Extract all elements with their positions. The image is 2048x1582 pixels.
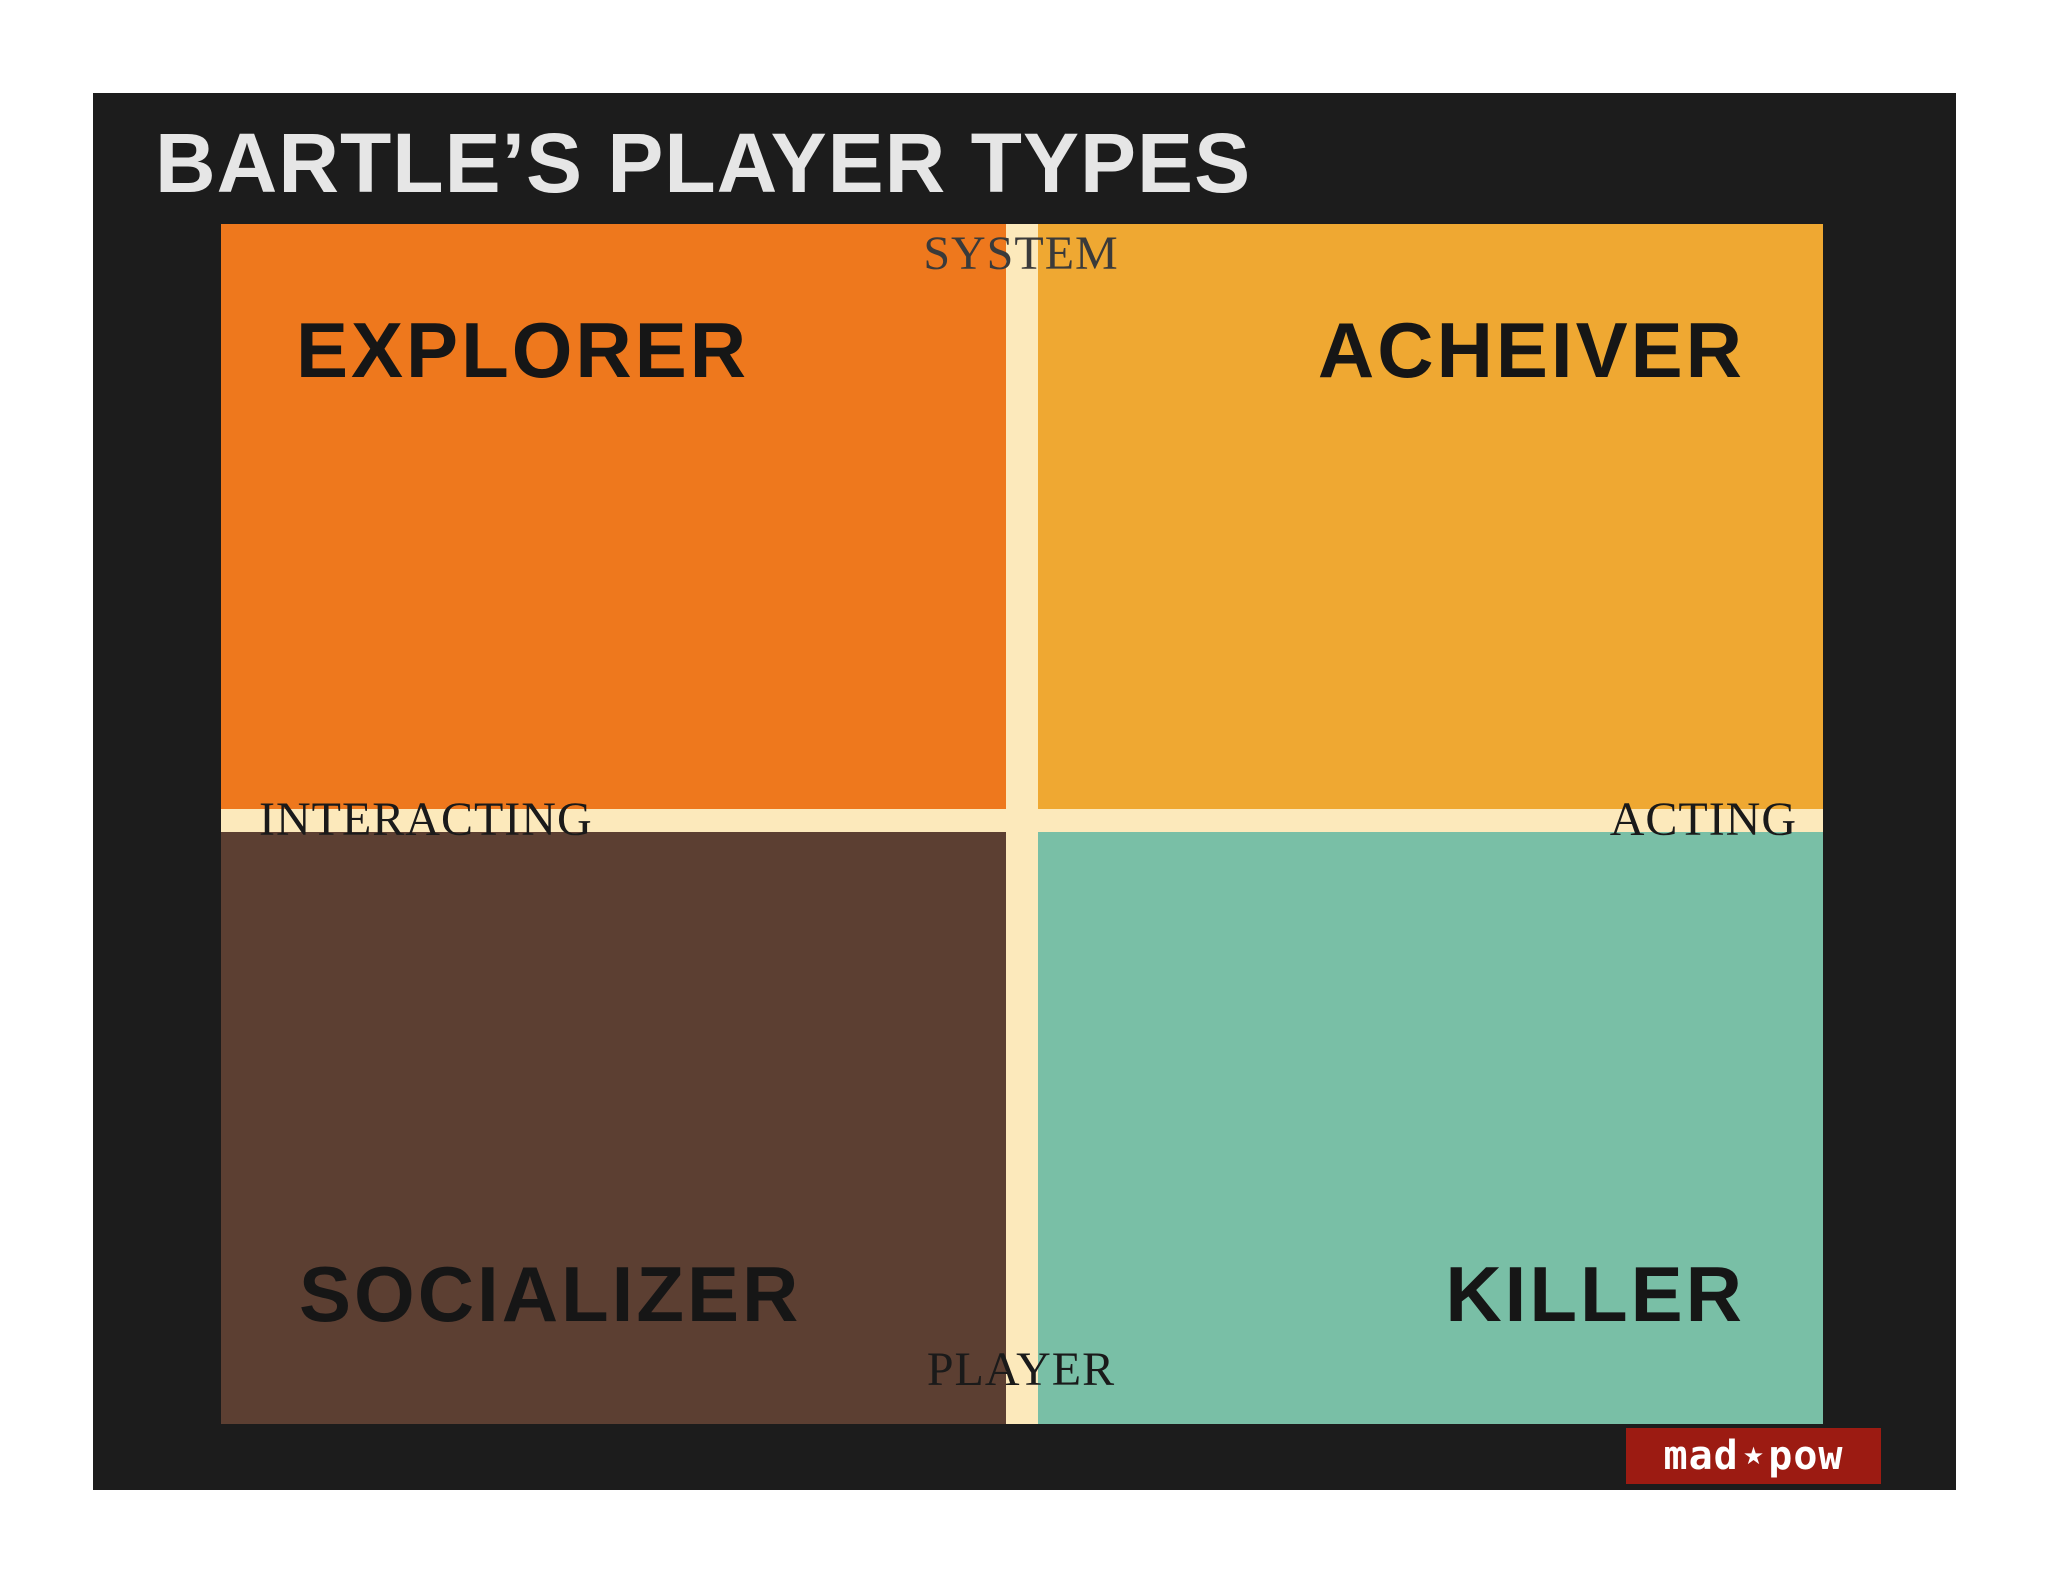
label-achiever: ACHEIVER [1317,306,1745,394]
quadrant-grid: EXPLORER ACHEIVER SOCIALIZER KILLER SYST… [221,224,1823,1424]
diagram-title: BARTLE’S PLAYER TYPES [155,116,1252,210]
quadrant-socializer [221,832,1006,1424]
label-killer: KILLER [1445,1250,1745,1338]
logo-text-left: mad [1663,1433,1739,1479]
axis-label-acting: ACTING [1609,793,1797,846]
axis-label-player: PLAYER [926,1343,1116,1396]
madpow-logo: mad ★ pow [1626,1428,1881,1484]
quadrant-explorer [221,224,1006,809]
diagram-frame: BARTLE’S PLAYER TYPES EXPLORER ACHEIVER … [93,93,1956,1490]
quadrant-killer [1038,832,1823,1424]
quadrant-achiever [1038,224,1823,809]
axis-label-system: SYSTEM [923,227,1119,280]
label-socializer: SOCIALIZER [299,1250,802,1338]
logo-text-right: pow [1768,1433,1844,1479]
label-explorer: EXPLORER [296,306,750,394]
axis-label-interacting: INTERACTING [259,793,593,846]
star-icon: ★ [1742,1443,1765,1470]
